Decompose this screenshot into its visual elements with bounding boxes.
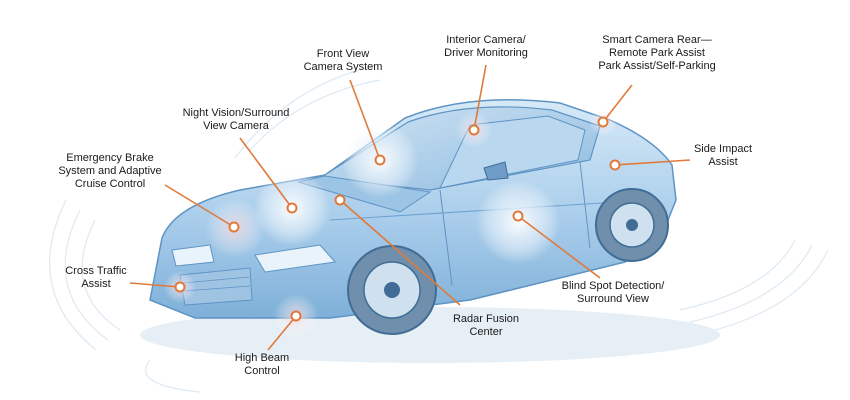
label-side-impact: Side Impact Assist (693, 143, 753, 168)
label-front-view-camera: Front View Camera System (303, 48, 383, 73)
label-night-vision: Night Vision/Surround View Camera (182, 107, 290, 132)
sensor-dots (174, 116, 621, 322)
label-cross-traffic: Cross Traffic Assist (65, 265, 127, 290)
label-emergency-brake: Emergency Brake System and Adaptive Crui… (58, 152, 162, 190)
label-radar-fusion: Radar Fusion Center (452, 313, 520, 338)
leader-lines (129, 64, 691, 351)
label-smart-camera-rear: Smart Camera Rear— Remote Park Assist Pa… (598, 34, 716, 72)
label-blind-spot: Blind Spot Detection/ Surround View (561, 280, 665, 305)
label-interior-camera: Interior Camera/ Driver Monitoring (444, 34, 528, 59)
label-high-beam: High Beam Control (234, 352, 290, 377)
sensor-waves (49, 65, 829, 393)
